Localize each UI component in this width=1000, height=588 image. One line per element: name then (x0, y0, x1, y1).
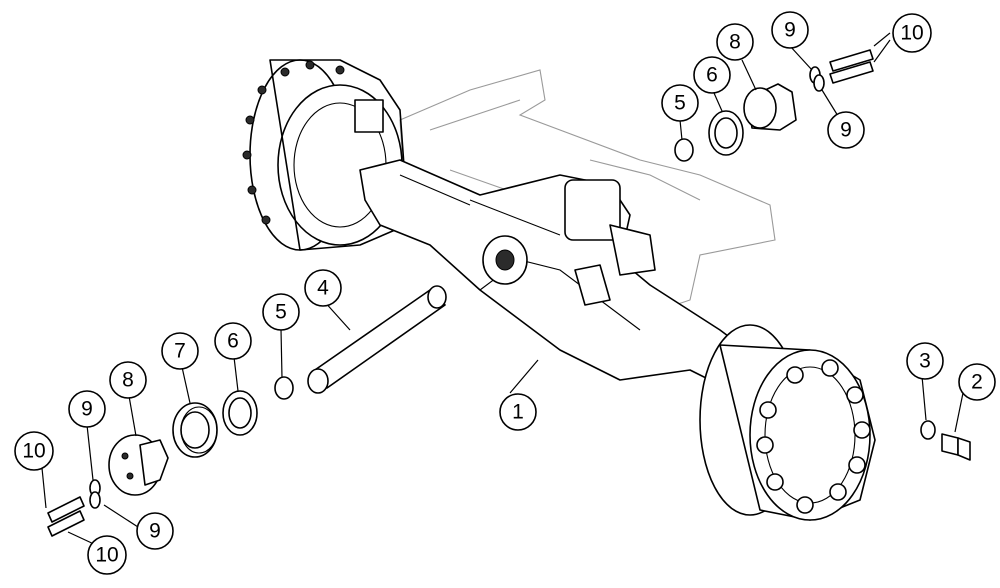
bolt-part-10-lower (47, 496, 85, 537)
callout-2: 2 (958, 363, 996, 401)
callout-9-lower-top-label: 9 (81, 398, 93, 421)
callout-9-upper-top-label: 9 (784, 19, 796, 42)
axle-housing (359, 159, 741, 386)
callout-6-upper: 6 (693, 56, 731, 94)
callout-3: 3 (906, 342, 944, 380)
cap-part-8-lower (108, 434, 169, 496)
seal-part-6-lower (222, 390, 258, 436)
pin-sleeve-part-4 (307, 285, 447, 394)
o-ring-part-5-upper (674, 138, 694, 162)
callout-6-lower-label: 6 (227, 330, 239, 353)
callout-9-lower-top: 9 (68, 390, 106, 428)
callout-6-upper-label: 6 (706, 64, 718, 87)
callout-5-upper: 5 (661, 84, 699, 122)
callout-1: 1 (499, 393, 537, 431)
bushing-part-7 (172, 402, 218, 458)
callout-5-upper-label: 5 (674, 92, 686, 115)
cap-part-8-upper (743, 83, 797, 131)
callout-1-label: 1 (512, 401, 524, 424)
washer-part-3 (920, 420, 936, 440)
callout-10-lower-top-label: 10 (22, 440, 45, 463)
callout-8-lower-label: 8 (122, 369, 134, 392)
callout-10-upper: 10 (892, 13, 932, 53)
callout-2-label: 2 (971, 371, 983, 394)
callout-8-lower: 8 (109, 361, 147, 399)
callout-9-upper-bottom-label: 9 (840, 119, 852, 142)
callout-3-label: 3 (919, 350, 931, 373)
callout-9-lower-bottom-label: 9 (149, 520, 161, 543)
callout-9-upper-top: 9 (771, 11, 809, 49)
callout-7-label: 7 (174, 340, 186, 363)
seal-part-6-upper (708, 110, 744, 156)
washer-part-9-lower (89, 479, 101, 509)
callout-6-lower: 6 (214, 322, 252, 360)
washer-part-9-upper (809, 66, 825, 92)
callout-9-upper-bottom: 9 (827, 111, 865, 149)
callout-7: 7 (161, 332, 199, 370)
leader-lines (41, 32, 964, 546)
bolt-part-2 (941, 433, 971, 461)
right-wheel-hub (699, 324, 876, 521)
callout-9-lower-bottom: 9 (136, 512, 174, 550)
callout-10-upper-label: 10 (900, 22, 923, 45)
callout-5-lower: 5 (262, 293, 300, 331)
callout-10-lower-bottom-label: 10 (95, 544, 118, 567)
callout-4: 4 (304, 269, 342, 307)
callout-4-label: 4 (317, 277, 329, 300)
o-ring-part-5-lower (274, 376, 294, 400)
callout-8-upper: 8 (716, 23, 754, 61)
callout-10-lower-bottom: 10 (87, 535, 127, 575)
callout-5-lower-label: 5 (275, 301, 287, 324)
callout-10-lower-top: 10 (14, 431, 54, 471)
bolt-part-10-upper (829, 49, 874, 84)
callout-8-upper-label: 8 (729, 31, 741, 54)
